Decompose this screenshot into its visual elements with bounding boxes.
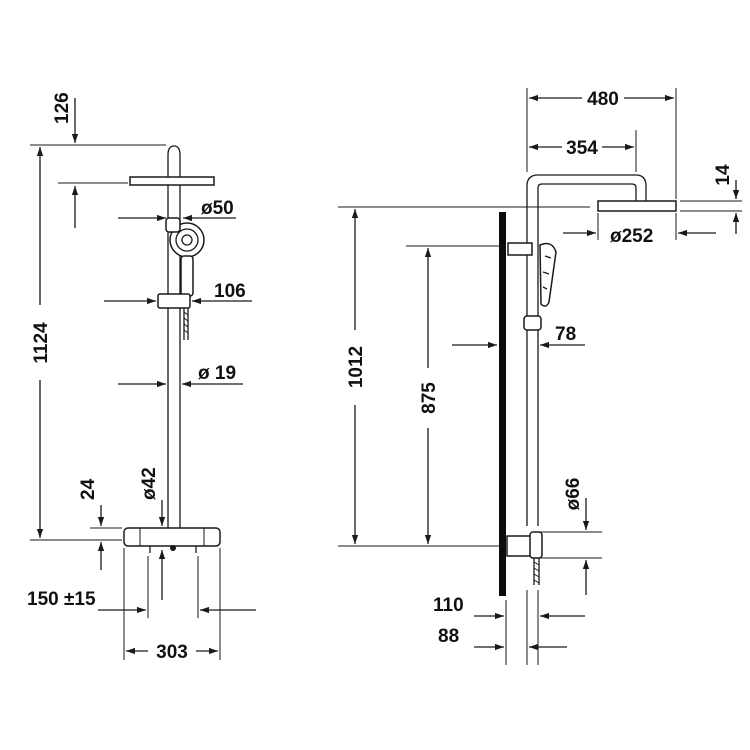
dim-arm-reach: 354: [529, 138, 634, 159]
dim-top-offset-label: 126: [52, 92, 73, 124]
dim-outlet-height: 1012: [346, 209, 367, 544]
dim-connection-depth-label: 88: [438, 626, 459, 647]
dim-head-diameter-label: ø252: [610, 226, 653, 247]
front-shower-head: [129, 145, 215, 186]
dim-connection-depth: 88: [438, 626, 567, 651]
wall: [499, 212, 506, 596]
dim-connector-diameter: ø66: [563, 478, 590, 595]
front-view: 126 1124 ø50 106 ø 19: [27, 92, 256, 663]
dim-arm-reach-label: 354: [566, 138, 598, 159]
dim-arm-length: 480: [529, 89, 674, 110]
dim-connector-diameter-label: ø66: [563, 478, 584, 511]
side-mixer: [506, 531, 543, 585]
dim-wall-distance: 78: [452, 324, 585, 349]
dim-arm-length-label: 480: [587, 89, 619, 110]
dim-mixer-depth-label: 110: [433, 595, 464, 616]
dim-connection-spacing-label: 150 ±15: [27, 589, 96, 610]
dim-rod-diameter-label: ø 19: [198, 363, 236, 384]
dim-mixer-depth: 110: [433, 595, 585, 620]
dim-rail-height-label: 875: [419, 382, 440, 414]
dim-mixer-width: 303: [126, 642, 218, 663]
side-shower-head: [597, 200, 677, 212]
dim-total-height: 1124: [31, 147, 52, 538]
front-holder: [157, 293, 191, 340]
dim-head-diameter: ø252: [563, 213, 716, 247]
side-wall-bracket: [507, 242, 533, 256]
dim-top-offset: 126: [52, 92, 79, 228]
side-slider: [523, 315, 542, 331]
dim-rail-height: 875: [419, 248, 440, 544]
dim-mixer-width-label: 303: [156, 642, 188, 663]
side-view: 480 354 14 ø252 1012: [338, 88, 742, 665]
side-hand-shower: [539, 242, 557, 307]
dim-mixer-offset: 24: [78, 478, 122, 570]
dim-holder-width-label: 106: [214, 281, 246, 302]
dim-handshower-diameter: ø50: [118, 198, 236, 222]
dim-outlet-height-label: 1012: [346, 346, 367, 388]
dim-wall-distance-label: 78: [555, 324, 576, 345]
front-mixer: [123, 527, 221, 553]
dim-head-thickness: 14: [713, 164, 740, 234]
dim-handshower-diameter-label: ø50: [201, 198, 234, 219]
dim-total-height-label: 1124: [31, 322, 52, 364]
dim-holder-width: 106: [104, 281, 252, 305]
dim-mixer-diameter-label: ø42: [139, 467, 160, 500]
dim-connection-spacing: 150 ±15: [27, 589, 256, 614]
dim-head-thickness-label: 14: [713, 164, 734, 186]
dim-mixer-offset-label: 24: [78, 478, 99, 500]
side-riser-and-arm: [526, 174, 647, 526]
front-hand-shower: [165, 217, 205, 297]
dim-rod-diameter: ø 19: [118, 363, 243, 388]
dim-mixer-diameter: ø42: [139, 467, 166, 600]
